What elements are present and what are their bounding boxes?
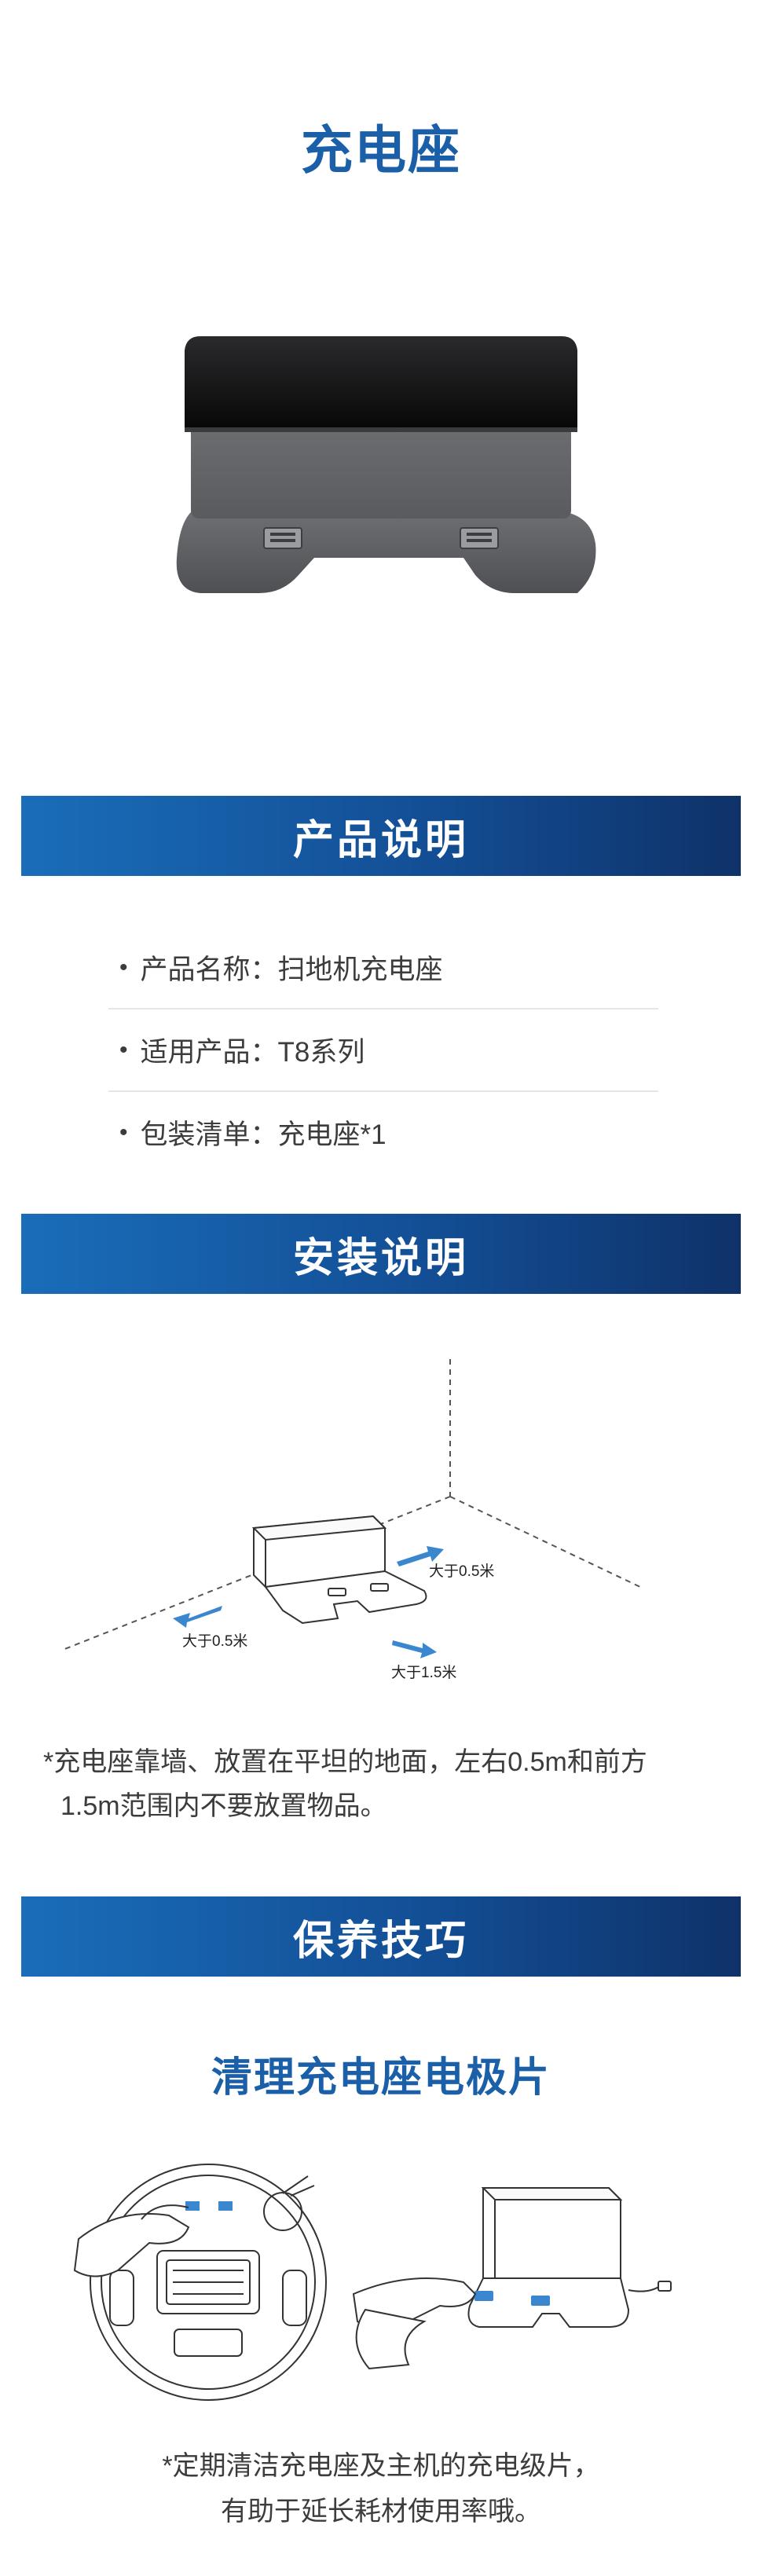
spec-text: 包装清单：充电座*1 (140, 1119, 386, 1150)
cleaning-illustration (73, 2164, 672, 2401)
section-banner-product: 产品说明 (21, 796, 741, 876)
install-note-line2: 1.5m范围内不要放置物品。 (60, 1791, 387, 1821)
spec-text: 适用产品：T8系列 (140, 1037, 365, 1068)
dock-cleaning-icon (352, 2187, 672, 2370)
install-clearance-diagram: 大于0.5米 大于0.5米 大于1.5米 (62, 1359, 641, 1681)
maintenance-subtitle: 清理充电座电极片 (211, 2055, 551, 2101)
install-note-line1: *充电座靠墙、放置在平坦的地面，左右0.5m和前方 (43, 1747, 647, 1777)
spec-item-name: • 产品名称：扫地机充电座 (108, 927, 658, 1010)
electrode-left-icon (263, 527, 302, 549)
spec-item-package: • 包装清单：充电座*1 (108, 1092, 658, 1173)
maintenance-note-line1: *定期清洁充电座及主机的充电级片， (162, 2451, 600, 2481)
spec-item-compat: • 适用产品：T8系列 (108, 1010, 658, 1092)
robot-underside-icon (73, 2164, 327, 2401)
spec-list: • 产品名称：扫地机充电座 • 适用产品：T8系列 • 包装清单：充电座*1 (108, 927, 658, 1173)
bullet: • (119, 1119, 128, 1145)
label-left-clearance: 大于0.5米 (182, 1632, 247, 1650)
page-title: 充电座 (301, 121, 461, 179)
electrode-right-icon (460, 527, 499, 549)
spec-text: 产品名称：扫地机充电座 (140, 955, 443, 985)
maintenance-note: *定期清洁充电座及主机的充电级片， 有助于延长耗材使用率哦。 (0, 2443, 762, 2534)
label-front-clearance: 大于1.5米 (391, 1664, 456, 1681)
section-banner-install: 安装说明 (21, 1214, 741, 1294)
bullet: • (119, 1036, 128, 1063)
bullet: • (119, 954, 128, 980)
maintenance-note-line2: 有助于延长耗材使用率哦。 (221, 2497, 541, 2527)
charging-dock-image (176, 336, 596, 593)
install-note: *充电座靠墙、放置在平坦的地面，左右0.5m和前方 1.5m范围内不要放置物品。 (43, 1740, 735, 1828)
label-right-clearance: 大于0.5米 (429, 1563, 494, 1580)
section-banner-maintenance: 保养技巧 (21, 1896, 741, 1977)
